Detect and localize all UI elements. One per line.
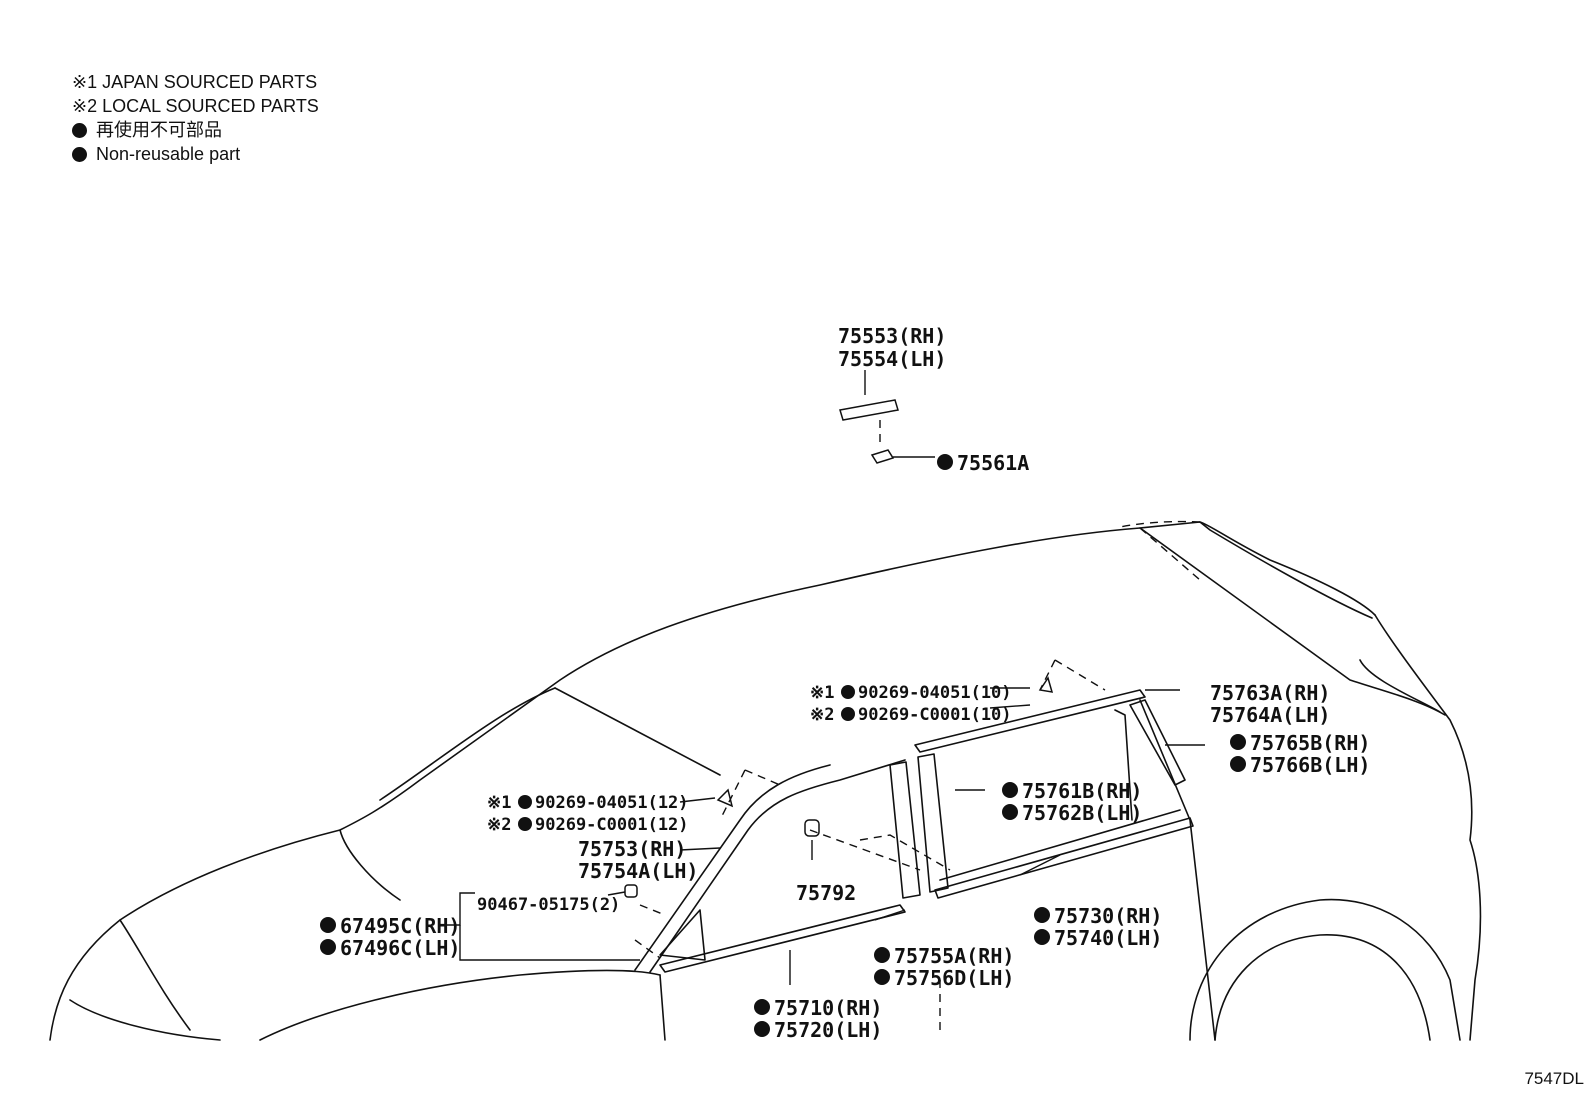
label-67495c: 67495C(RH) (340, 914, 460, 938)
clip-part-icon (870, 449, 895, 464)
label-75754a: 75754A(LH) (578, 859, 698, 883)
garnish-part-icon (839, 399, 899, 421)
label-90269-c0001-10: 90269-C0001(10) (858, 705, 1012, 725)
legend-japan-sourced: ※1 JAPAN SOURCED PARTS (72, 72, 318, 92)
label-75762b: 75762B(LH) (1022, 801, 1142, 825)
legend-non-reusable-en: Non-reusable part (72, 142, 319, 166)
legend-non-reusable-jp: 再使用不可部品 (72, 118, 319, 142)
non-reusable-dot-icon (72, 122, 87, 138)
non-reusable-dot-icon (874, 947, 890, 963)
non-reusable-dot-icon (320, 939, 336, 955)
non-reusable-dot-icon (754, 1021, 770, 1037)
label-75766b: 75766B(LH) (1250, 753, 1370, 777)
label-75763a: 75763A(RH) (1210, 681, 1330, 705)
label-67496c: 67496C(LH) (340, 936, 460, 960)
marker-japan: ※1 (487, 793, 511, 813)
non-reusable-dot-icon (72, 146, 87, 162)
label-90467-05175: 90467-05175(2) (477, 895, 620, 915)
part-labels: 75553(RH) 75554(LH) 75561A ※1 90269-0405… (320, 324, 1370, 1042)
non-reusable-dot-icon (1230, 734, 1246, 750)
label-75753: 75753(RH) (578, 837, 686, 861)
label-75764a: 75764A(LH) (1210, 703, 1330, 727)
label-75755a: 75755A(RH) (894, 944, 1014, 968)
legend: ※1 JAPAN SOURCED PARTS ※2 LOCAL SOURCED … (72, 70, 319, 166)
non-reusable-dot-icon (1034, 929, 1050, 945)
non-reusable-dot-icon (874, 969, 890, 985)
non-reusable-dot-icon (841, 707, 855, 721)
non-reusable-dot-icon (754, 999, 770, 1015)
non-reusable-dot-icon (937, 454, 953, 470)
clip-part-icon (624, 884, 638, 898)
marker-japan: ※1 (810, 683, 834, 703)
label-75710: 75710(RH) (774, 996, 882, 1020)
marker-local: ※2 (810, 705, 834, 725)
label-75761b: 75761B(RH) (1022, 779, 1142, 803)
non-reusable-dot-icon (841, 685, 855, 699)
non-reusable-dot-icon (1034, 907, 1050, 923)
label-75553: 75553(RH) (838, 324, 946, 348)
legend-local-sourced: ※2 LOCAL SOURCED PARTS (72, 96, 319, 116)
non-reusable-dot-icon (518, 817, 532, 831)
non-reusable-dot-icon (518, 795, 532, 809)
non-reusable-dot-icon (1002, 804, 1018, 820)
label-90269-04051-10: 90269-04051(10) (858, 683, 1012, 703)
car-body-outline (49, 521, 1482, 1041)
label-90269-c0001-12: 90269-C0001(12) (535, 815, 689, 835)
part-glyphs (624, 399, 1054, 898)
clip-part-icon (804, 819, 820, 837)
marker-local: ※2 (487, 815, 511, 835)
label-75720: 75720(LH) (774, 1018, 882, 1042)
non-reusable-dot-icon (1002, 782, 1018, 798)
label-75561a: 75561A (957, 451, 1029, 475)
label-75730: 75730(RH) (1054, 904, 1162, 928)
dashed-leaders (634, 420, 1201, 1030)
diagram-code: 7547DL (1524, 1069, 1584, 1088)
label-75792: 75792 (796, 881, 856, 905)
non-reusable-dot-icon (320, 917, 336, 933)
label-75756d: 75756D(LH) (894, 966, 1014, 990)
rivet-part-icon (716, 788, 734, 808)
label-90269-04051-12: 90269-04051(12) (535, 793, 689, 813)
label-75740: 75740(LH) (1054, 926, 1162, 950)
non-reusable-dot-icon (1230, 756, 1246, 772)
leader-lines (440, 370, 1205, 985)
label-75554: 75554(LH) (838, 347, 946, 371)
rivet-part-icon (1038, 676, 1054, 693)
label-75765b: 75765B(RH) (1250, 731, 1370, 755)
